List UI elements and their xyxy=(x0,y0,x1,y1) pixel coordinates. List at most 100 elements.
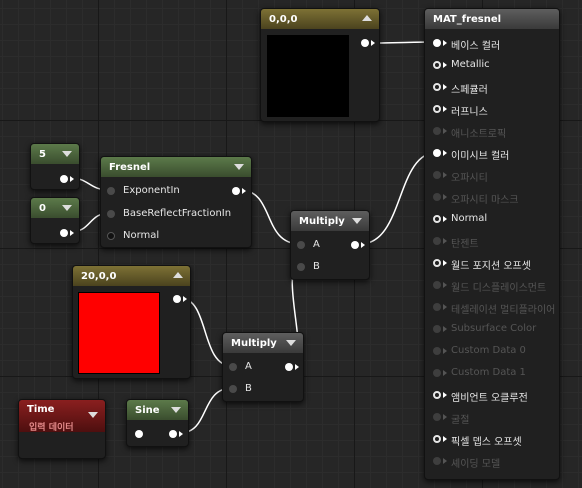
input-b-pin[interactable] xyxy=(297,263,305,271)
material-input-pin[interactable] xyxy=(433,435,441,443)
material-input-pin[interactable] xyxy=(433,391,441,399)
pin-arrow-icon xyxy=(443,348,447,354)
material-input-pin[interactable] xyxy=(433,215,441,223)
vector-header[interactable]: 20,0,0 xyxy=(73,266,190,286)
node-title: 0,0,0 xyxy=(269,13,298,25)
normal-input-pin[interactable] xyxy=(107,232,115,240)
multiply-header[interactable]: Multiply xyxy=(223,333,303,353)
output-pin[interactable] xyxy=(351,241,359,249)
material-input-pin xyxy=(433,413,441,421)
collapse-arrow-icon[interactable] xyxy=(62,205,72,211)
material-input-pin[interactable] xyxy=(433,259,441,267)
pin-arrow-icon xyxy=(70,176,74,182)
vector-node-2000[interactable]: 20,0,0 xyxy=(72,265,191,379)
pin-arrow-icon xyxy=(295,364,299,370)
node-subtitle: 입력 데이터 xyxy=(29,423,74,433)
exponent-label: ExponentIn xyxy=(123,185,180,196)
color-preview xyxy=(78,292,160,374)
constant-node-0[interactable]: 0 xyxy=(30,197,80,244)
expand-arrow-icon[interactable] xyxy=(362,15,372,21)
normal-label: Normal xyxy=(123,230,160,241)
pin-arrow-icon xyxy=(443,238,447,244)
vector-node-000[interactable]: 0,0,0 xyxy=(260,8,380,122)
input-a-pin[interactable] xyxy=(229,363,237,371)
multiply-header[interactable]: Multiply xyxy=(291,211,369,231)
material-input-label: Custom Data 0 xyxy=(451,345,526,356)
collapse-arrow-icon[interactable] xyxy=(62,151,72,157)
pin-arrow-icon xyxy=(179,431,183,437)
pin-arrow-icon xyxy=(443,414,447,420)
collapse-arrow-icon[interactable] xyxy=(88,412,98,418)
constant-header[interactable]: 5 xyxy=(31,144,79,164)
node-title: Fresnel xyxy=(109,161,151,173)
pin-arrow-icon xyxy=(443,326,447,332)
pin-arrow-icon xyxy=(443,436,447,442)
material-input-pin[interactable] xyxy=(433,83,441,91)
material-input-label: Metallic xyxy=(451,59,490,70)
material-input-pin xyxy=(433,281,441,289)
multiply-node-1[interactable]: Multiply A B xyxy=(290,210,370,280)
input-a-label: A xyxy=(245,361,252,372)
vector-header[interactable]: 0,0,0 xyxy=(261,9,379,29)
material-input-label: 오파시티 xyxy=(451,173,488,184)
pin-arrow-icon xyxy=(443,216,447,222)
material-input-label: 셰이딩 모델 xyxy=(451,459,501,470)
output-pin[interactable] xyxy=(285,363,293,371)
material-input-pin[interactable] xyxy=(433,105,441,113)
output-pin[interactable] xyxy=(60,175,68,183)
sine-node[interactable]: Sine xyxy=(126,399,189,447)
material-input-label: 테셀레이션 멀티플라이어 xyxy=(451,305,556,316)
material-input-pin xyxy=(433,347,441,355)
output-pin[interactable] xyxy=(173,295,181,303)
pin-arrow-icon xyxy=(70,230,74,236)
constant-value: 0 xyxy=(39,202,46,214)
constant-value: 5 xyxy=(39,148,46,160)
node-title: Sine xyxy=(135,404,160,416)
output-pin[interactable] xyxy=(361,39,369,47)
sine-input-pin[interactable] xyxy=(135,430,143,438)
material-input-label: 스페큘러 xyxy=(451,85,488,96)
material-input-label: 오파시티 마스크 xyxy=(451,195,519,206)
collapse-arrow-icon[interactable] xyxy=(352,218,362,224)
material-input-pin[interactable] xyxy=(433,149,441,157)
input-a-label: A xyxy=(313,239,320,250)
time-node[interactable]: Time 입력 데이터 xyxy=(18,399,106,459)
multiply-node-2[interactable]: Multiply A B xyxy=(222,332,304,402)
material-input-pin[interactable] xyxy=(433,61,441,69)
color-preview xyxy=(267,35,349,117)
output-pin[interactable] xyxy=(60,229,68,237)
exponent-input-pin[interactable] xyxy=(107,187,115,195)
sine-header[interactable]: Sine xyxy=(127,400,188,420)
pin-arrow-icon xyxy=(443,172,447,178)
fresnel-node[interactable]: Fresnel ExponentIn BaseReflectFractionIn… xyxy=(100,156,252,248)
expand-arrow-icon[interactable] xyxy=(173,272,183,278)
pin-arrow-icon xyxy=(443,150,447,156)
basereflect-input-pin[interactable] xyxy=(107,210,115,218)
node-title: Multiply xyxy=(299,215,345,227)
constant-header[interactable]: 0 xyxy=(31,198,79,218)
constant-node-5[interactable]: 5 xyxy=(30,143,80,190)
pin-arrow-icon xyxy=(443,282,447,288)
material-input-pin[interactable] xyxy=(433,39,441,47)
output-pin[interactable] xyxy=(169,430,177,438)
material-input-pin xyxy=(433,237,441,245)
pin-arrow-icon xyxy=(443,260,447,266)
fresnel-header[interactable]: Fresnel xyxy=(101,157,251,177)
pin-arrow-icon xyxy=(443,62,447,68)
material-input-label: 픽셀 뎁스 오프셋 xyxy=(451,437,522,448)
input-b-label: B xyxy=(313,261,320,272)
material-header[interactable]: MAT_fresnel xyxy=(425,9,559,29)
pin-arrow-icon xyxy=(183,296,187,302)
collapse-arrow-icon[interactable] xyxy=(286,340,296,346)
collapse-arrow-icon[interactable] xyxy=(171,407,181,413)
pin-arrow-icon xyxy=(443,392,447,398)
input-b-pin[interactable] xyxy=(229,385,237,393)
collapse-arrow-icon[interactable] xyxy=(234,164,244,170)
fresnel-output-pin[interactable] xyxy=(232,187,240,195)
input-a-pin[interactable] xyxy=(297,241,305,249)
pin-arrow-icon xyxy=(443,304,447,310)
pin-arrow-icon xyxy=(443,194,447,200)
time-header[interactable]: Time 입력 데이터 xyxy=(19,400,105,433)
material-input-label: 애니소트로픽 xyxy=(451,129,507,140)
